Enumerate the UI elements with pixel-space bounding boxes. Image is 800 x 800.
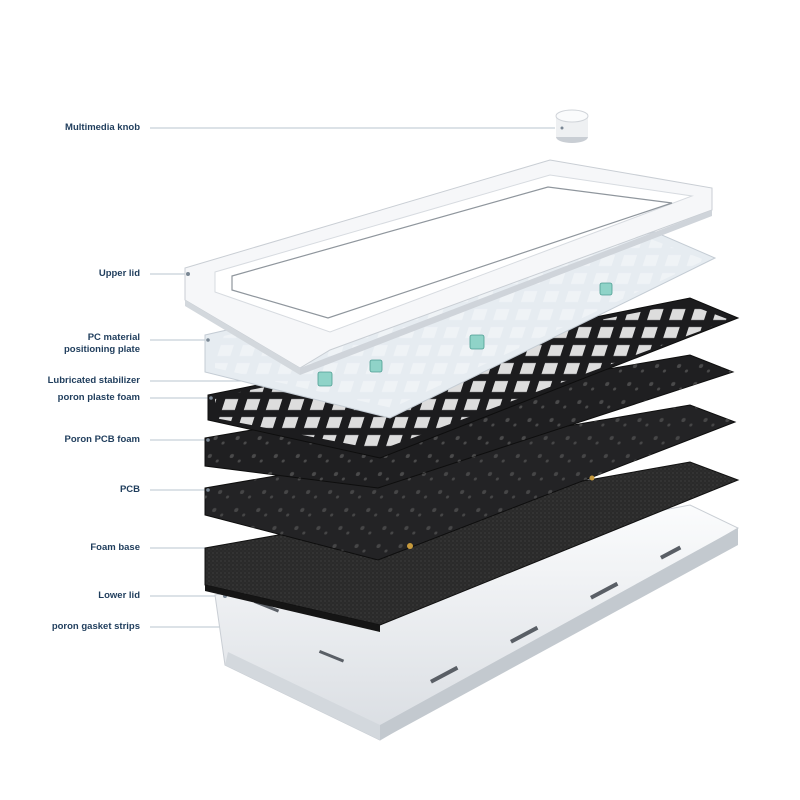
label-lower-lid: Lower lid xyxy=(98,590,140,601)
leader-lines xyxy=(150,127,555,628)
label-foam-base: Foam base xyxy=(90,542,140,553)
label-multimedia-knob: Multimedia knob xyxy=(65,122,140,133)
pcb-shape xyxy=(204,404,737,561)
lower-lid-shape xyxy=(214,504,740,741)
foam-base-shape xyxy=(204,461,740,632)
label-poron-pcb-foam: Poron PCB foam xyxy=(64,434,140,445)
upper-lid-shape xyxy=(184,159,713,375)
label-poron-plate-foam: poron plaste foam xyxy=(57,392,140,403)
label-poron-gasket-strips: poron gasket strips xyxy=(51,621,140,632)
label-upper-lid: Upper lid xyxy=(98,268,140,279)
label-pc-plate-line1: PC material xyxy=(87,332,140,343)
label-lubricated-stabilizer: Lubricated stabilizer xyxy=(47,375,140,386)
label-pcb: PCB xyxy=(119,484,140,495)
multimedia-knob-icon xyxy=(555,109,589,143)
label-pc-plate-line2: positioning plate xyxy=(64,344,140,355)
